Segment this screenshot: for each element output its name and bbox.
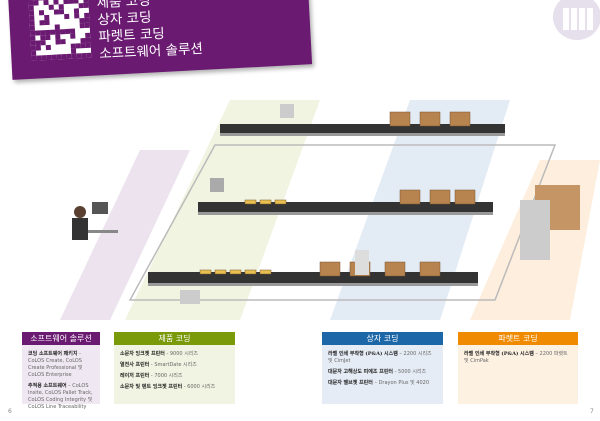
panel-product-coding: 제품 코딩 소문자 잉크젯 프린터 - 9000 시리즈 열전사 프린터 - S… xyxy=(114,332,235,404)
carton-box xyxy=(454,189,476,205)
product-pack xyxy=(199,269,212,275)
printer-unit xyxy=(210,178,224,192)
panel-item: 추적용 소프트웨어 – CoLOS Insite, CoLOS Pallet T… xyxy=(28,383,93,410)
printer-unit xyxy=(180,290,200,304)
brand-logo-icon xyxy=(553,0,600,40)
panel-title: 상자 코딩 xyxy=(322,332,443,345)
conveyor-bottom xyxy=(148,272,478,286)
product-pack xyxy=(214,269,227,275)
page-number-right: 7 xyxy=(590,408,594,415)
panel-item: 대문자 고해상도 피에조 프린터 - 5000 시리즈 xyxy=(328,369,427,375)
carton-box xyxy=(399,189,421,205)
carton-box xyxy=(419,111,441,127)
operator-workstation xyxy=(72,202,118,240)
panel-item: 라벨 인쇄 부착형 (P&A) 시스템 – 2200 파렛트 및 CimPak xyxy=(464,351,568,364)
carton-box xyxy=(419,261,441,277)
carton-box xyxy=(319,261,341,277)
product-pack xyxy=(259,269,272,275)
product-pack xyxy=(259,199,272,205)
carton-box xyxy=(384,261,406,277)
conveyor-middle xyxy=(198,202,493,215)
pallet-stack xyxy=(520,185,580,260)
product-pack xyxy=(229,269,242,275)
datamatrix-code-icon xyxy=(28,0,92,61)
printer-unit xyxy=(355,250,369,275)
conveyor-top xyxy=(220,124,505,136)
panel-case-coding: 상자 코딩 라벨 인쇄 부착형 (P&A) 시스템 – 2200 시리즈 및 C… xyxy=(322,332,443,404)
carton-box xyxy=(429,189,451,205)
product-pack xyxy=(244,269,257,275)
panel-item: 라벨 인쇄 부착형 (P&A) 시스템 – 2200 시리즈 및 CimJet xyxy=(328,351,432,364)
panel-title: 파렛트 코딩 xyxy=(458,332,578,345)
printer-unit xyxy=(280,104,294,118)
panel-item: 열전사 프린터 - SmartDate 시리즈 xyxy=(120,362,197,368)
panel-item: 코딩 소프트웨어 패키지 - CoLOS Create, CoLOS Creat… xyxy=(28,351,83,378)
product-pack xyxy=(244,199,257,205)
panel-item: 소문자 및 텐트 잉크젯 프린터 - 6000 시리즈 xyxy=(120,384,216,390)
carton-box xyxy=(389,111,411,127)
panel-title: 소프트웨어 솔루션 xyxy=(22,332,100,345)
panel-item: 레이저 프린터 - 7000 시리즈 xyxy=(120,373,183,379)
panel-item: 대문자 밸브젯 프린터 – Drayon Plus 및 4020 xyxy=(328,380,429,386)
floor-outline xyxy=(128,144,557,301)
software-lane xyxy=(60,150,190,320)
panel-title: 제품 코딩 xyxy=(114,332,235,345)
panel-item: 소문자 잉크젯 프린터 - 9000 시리즈 xyxy=(120,351,198,357)
product-pack xyxy=(274,199,287,205)
panel-pallet-coding: 파렛트 코딩 라벨 인쇄 부착형 (P&A) 시스템 – 2200 파렛트 및 … xyxy=(458,332,578,404)
page-number-left: 6 xyxy=(8,408,12,415)
title-banner: 제품 코딩 상자 코딩 파렛트 코딩 소프트웨어 솔루션 xyxy=(8,0,313,80)
panel-software: 소프트웨어 솔루션 코딩 소프트웨어 패키지 - CoLOS Create, C… xyxy=(22,332,100,410)
carton-box xyxy=(449,111,471,127)
